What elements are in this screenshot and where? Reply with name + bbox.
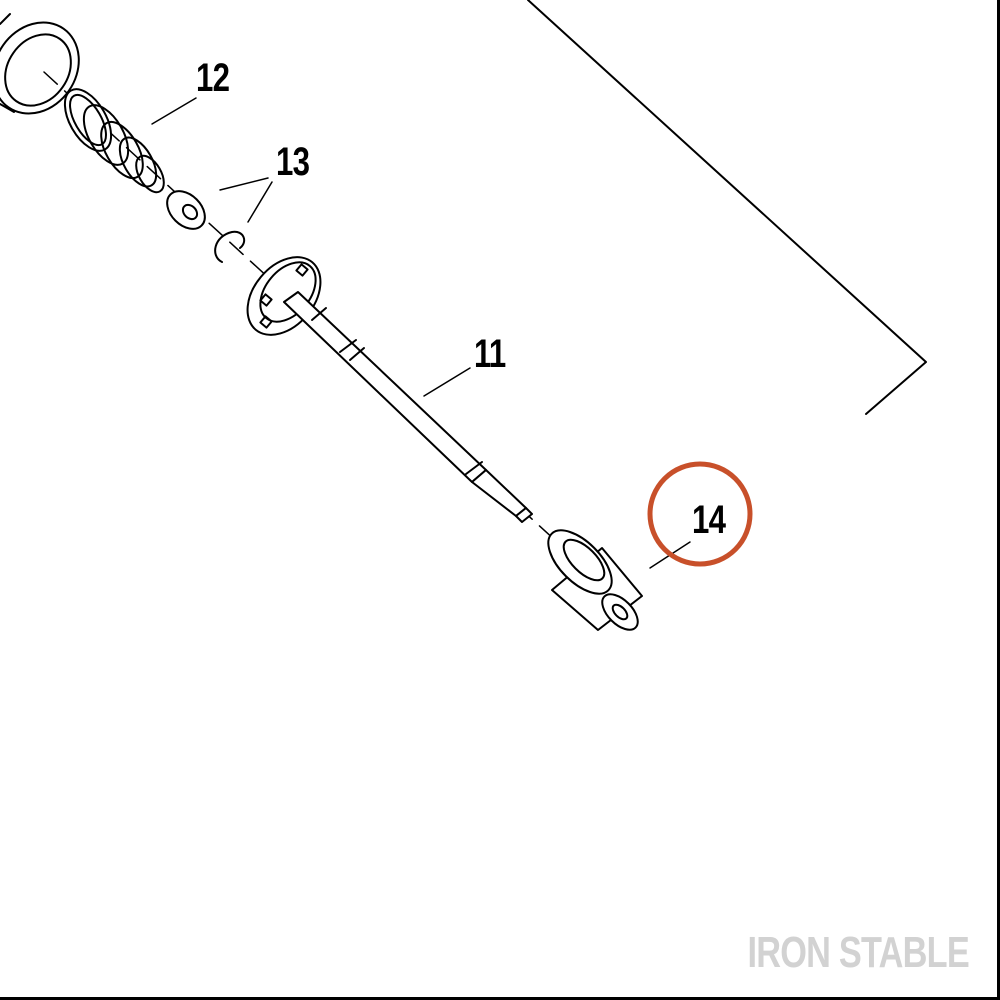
leader-line-13a [219, 177, 269, 191]
spring-part [63, 88, 165, 194]
callout-12: 12 [196, 56, 230, 100]
highlight-circle [647, 461, 753, 567]
leader-line-11 [423, 367, 471, 397]
clip-part [214, 230, 246, 263]
washer-part [166, 190, 206, 230]
shaft-part [283, 291, 533, 523]
leader-line-13b [247, 181, 273, 223]
housing-outline [527, 0, 927, 415]
leader-line-12 [151, 97, 197, 125]
callout-11: 11 [474, 332, 506, 376]
watermark-logo: IRON STABLE [747, 928, 970, 977]
callout-14: 14 [692, 498, 726, 542]
bushing-part [547, 529, 643, 631]
callout-13: 13 [276, 140, 310, 184]
